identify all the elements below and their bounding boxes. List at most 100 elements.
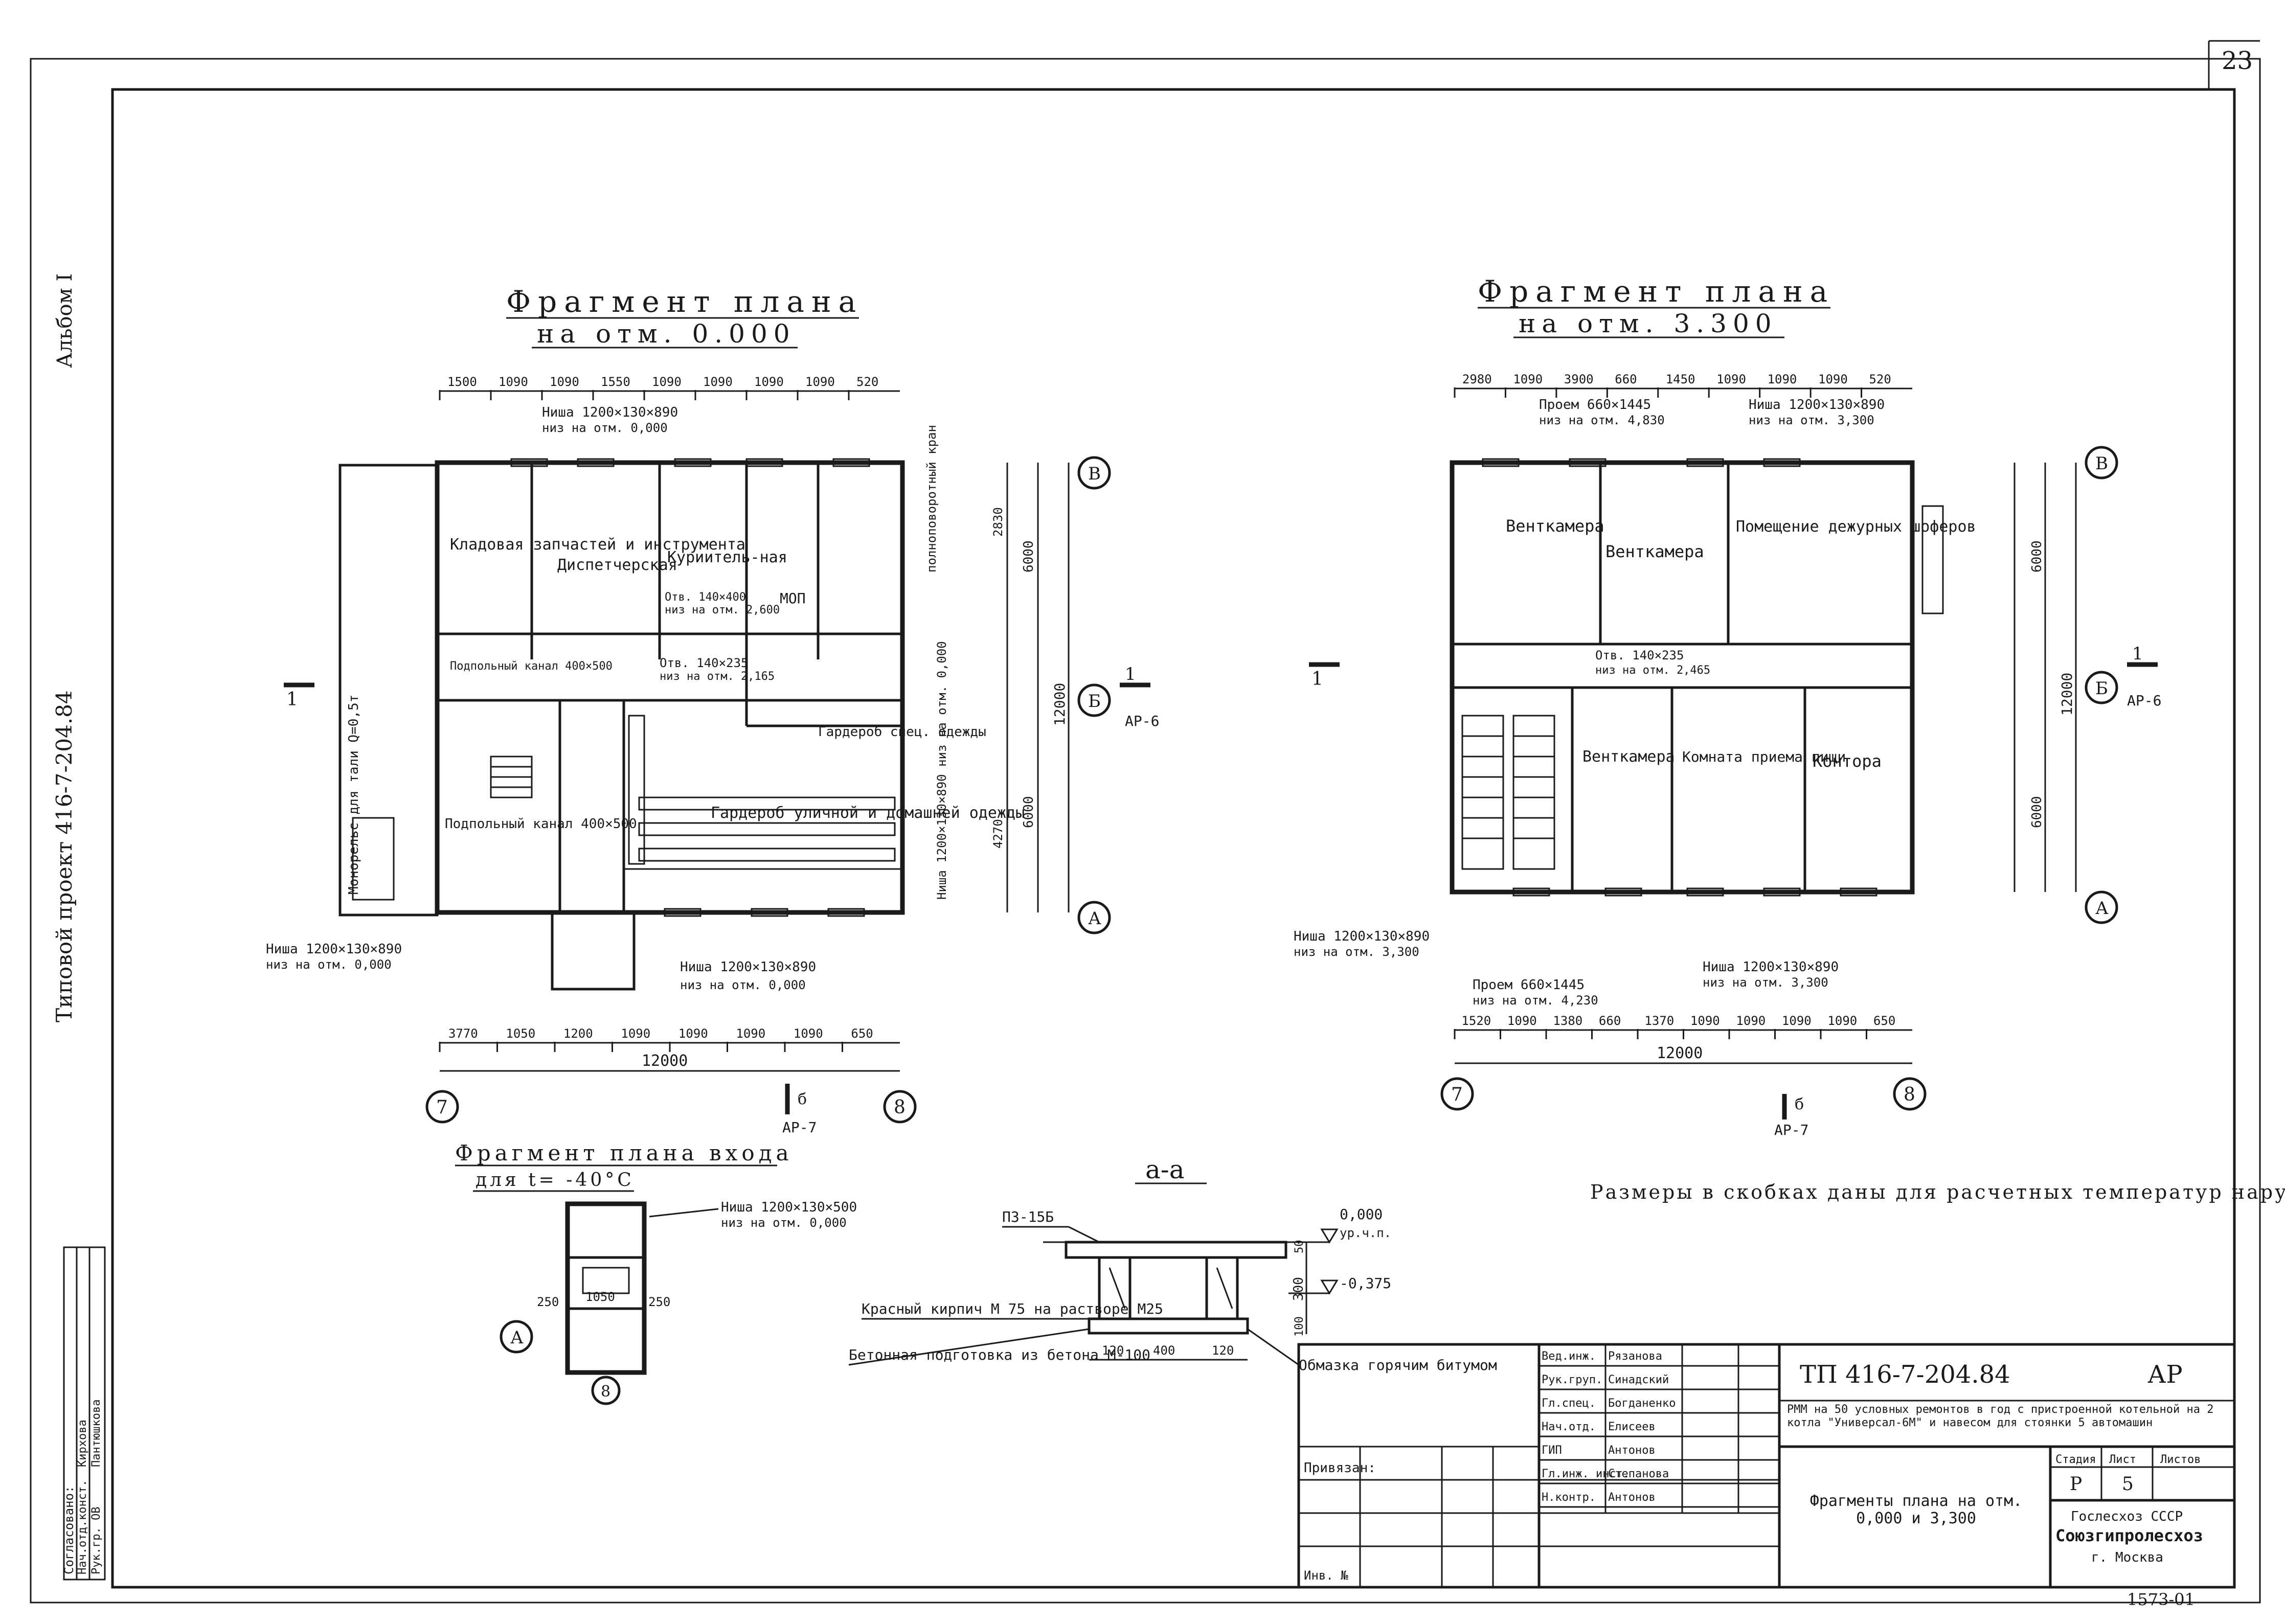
pl-top-dim-6: 1090 (754, 375, 784, 389)
section-concrete: Бетонная подготовка из бетона М-100 (849, 1346, 1150, 1363)
plan-left-subtitle: на отм. 0.000 (537, 319, 796, 349)
pr-bot-dim-5: 1090 (1690, 1014, 1720, 1028)
plan-left-title: Фрагмент плана (506, 284, 863, 319)
entry-dim-1050: 1050 (585, 1290, 615, 1304)
pr-bot-dim-4: 1370 (1644, 1014, 1674, 1028)
svg-text:8: 8 (601, 1383, 610, 1401)
axis-bubble-left-8: 8 (883, 1090, 917, 1124)
svg-text:В: В (2095, 453, 2108, 474)
pl-top-dim-4: 1090 (652, 375, 682, 389)
album-label: Альбом I (53, 273, 77, 368)
svg-text:1: 1 (1125, 664, 1136, 684)
note-niche-bottom-right-low: низ на отм. 3,300 (1703, 975, 1828, 990)
section-dim-100: 100 (1293, 1316, 1306, 1337)
svg-text:7: 7 (436, 1097, 448, 1118)
tb-sheet: 5 (2122, 1474, 2134, 1495)
pr-bot-dim-8: 1090 (1827, 1014, 1857, 1028)
tb-org3: г. Москва (2091, 1550, 2163, 1565)
note-niche-left-right: Ниша 1200×130×890 (1294, 929, 1430, 944)
note-niche-bottom-right: Ниша 1200×130×890 (1703, 959, 1839, 975)
svg-text:1: 1 (1311, 669, 1323, 690)
pl-bot-dim-3: 1090 (621, 1026, 650, 1041)
pr-top-dim-1: 1090 (1513, 372, 1543, 386)
tb-code: ТП 416-7-204.84 (1800, 1360, 2010, 1389)
pl-top-dim-1: 1090 (499, 375, 528, 389)
svg-text:1: 1 (286, 689, 298, 710)
section-mark-top: 0,000 (1340, 1206, 1383, 1223)
page-number: 23 (2222, 47, 2253, 75)
note-niche-top-low: низ на отм. 0,000 (542, 421, 668, 435)
pl-top-dim-8: 520 (856, 375, 878, 389)
section-dim-300: 300 (1291, 1277, 1306, 1301)
title-block: Привязан: Инв. № Вед.инж.РязановаРук.гру… (1297, 1343, 2236, 1589)
entry-axis-8: 8 (591, 1376, 621, 1405)
tb-mark: АР (2147, 1360, 2183, 1389)
note-opening2: Отв. 140×400 (665, 591, 746, 604)
note-opening-low: низ на отм. 2,165 (660, 670, 775, 683)
pr-bot-dim-7: 1090 (1782, 1014, 1812, 1028)
section-dim-b3: 120 (1212, 1343, 1234, 1358)
cut-mark-bottom-left: б АР-7 (782, 1084, 817, 1136)
tb-role-0: Вед.инж. (1542, 1350, 1596, 1363)
pl-bot-dim-6: 1090 (794, 1026, 823, 1041)
tb-stage: Р (2070, 1474, 2082, 1495)
tb-role-2: Гл.спец. (1542, 1397, 1596, 1410)
note-opening: Отв. 140×235 (660, 656, 748, 670)
tb-role-name-4: Антонов (1608, 1444, 1656, 1457)
plan-right-total: 12000 (1657, 1044, 1703, 1062)
tb-org2: Союзгипролесхоз (2055, 1526, 2203, 1545)
plan-right-title: Фрагмент плана (1478, 274, 1835, 309)
svg-text:б: б (1795, 1095, 1804, 1113)
axis-bubble-left-a: А (1077, 901, 1111, 934)
note-opening-mid: Отв. 140×235 (1595, 648, 1684, 662)
pr-bot-dim-2: 1380 (1553, 1014, 1582, 1028)
temperature-note: Размеры в скобках даны для расчетных тем… (1590, 1181, 2285, 1203)
pl-top-dim-7: 1090 (805, 375, 835, 389)
plan-left-height-4270: 4270 (991, 819, 1005, 849)
svg-text:АР-7: АР-7 (1774, 1122, 1808, 1138)
pl-bot-dim-7: 650 (851, 1026, 873, 1041)
plan-right-height-top: 6000 (2029, 540, 2045, 573)
axis-bubble-right-a: А (2085, 890, 2118, 924)
pr-bot-dim-9: 650 (1873, 1014, 1895, 1028)
pr-top-dim-2: 3900 (1564, 372, 1594, 386)
svg-text:А: А (2095, 898, 2109, 919)
cut-mark-left-1: 1 (284, 682, 314, 710)
pl-bot-dim-4: 1090 (678, 1026, 708, 1041)
pr-top-dim-6: 1090 (1768, 372, 1797, 386)
section-dim-b2: 400 (1153, 1343, 1175, 1358)
entry-note: Ниша 1200×130×500 (721, 1200, 857, 1215)
section-dim-50: 50 (1293, 1240, 1306, 1254)
note-niche-left-right-low: низ на отм. 3,300 (1294, 945, 1419, 959)
tb-linked: Привязан: (1304, 1460, 1376, 1476)
svg-text:А: А (1088, 908, 1101, 929)
axis-bubble-left-7: 7 (425, 1090, 459, 1124)
tb-role-3: Нач.отд. (1542, 1421, 1596, 1433)
stair-left (490, 756, 533, 798)
tb-sheets-label: Листов (2160, 1453, 2201, 1466)
cut-mark-right-1: 1 АР-6 (1120, 664, 1159, 729)
svg-text:АР-6: АР-6 (1125, 713, 1159, 729)
section-slab: ПЗ-15Б (1002, 1208, 1054, 1225)
room-mop: МОП (780, 590, 806, 607)
section-coating: Обмазка горячим битумом (1299, 1357, 1497, 1374)
pr-bot-dim-6: 1090 (1736, 1014, 1766, 1028)
note-opening-top-low: низ на отм. 4,830 (1539, 413, 1665, 427)
svg-text:АР-7: АР-7 (782, 1119, 817, 1136)
pl-top-dim-0: 1500 (447, 375, 477, 389)
tb-org1: Гослесхоз СССР (2071, 1509, 2183, 1524)
tb-role-name-6: Антонов (1608, 1491, 1656, 1504)
note-niche-left: Ниша 1200×130×890 (266, 942, 402, 957)
note-niche-top-right: Ниша 1200×130×890 (1749, 397, 1885, 413)
cut-mark-right-plan-left: 1 (1309, 662, 1340, 690)
room-dispatcher: Диспетчерская (557, 556, 677, 574)
tb-role-name-1: Синадский (1608, 1374, 1669, 1386)
tb-sheet-title-box: Фрагменты плана на отм. 0,000 и 3,300 (1810, 1493, 2022, 1527)
pr-top-dim-4: 1450 (1666, 372, 1695, 386)
pr-top-dim-0: 2980 (1462, 372, 1492, 386)
axis-bubble-right-b-top: В (2085, 446, 2118, 479)
